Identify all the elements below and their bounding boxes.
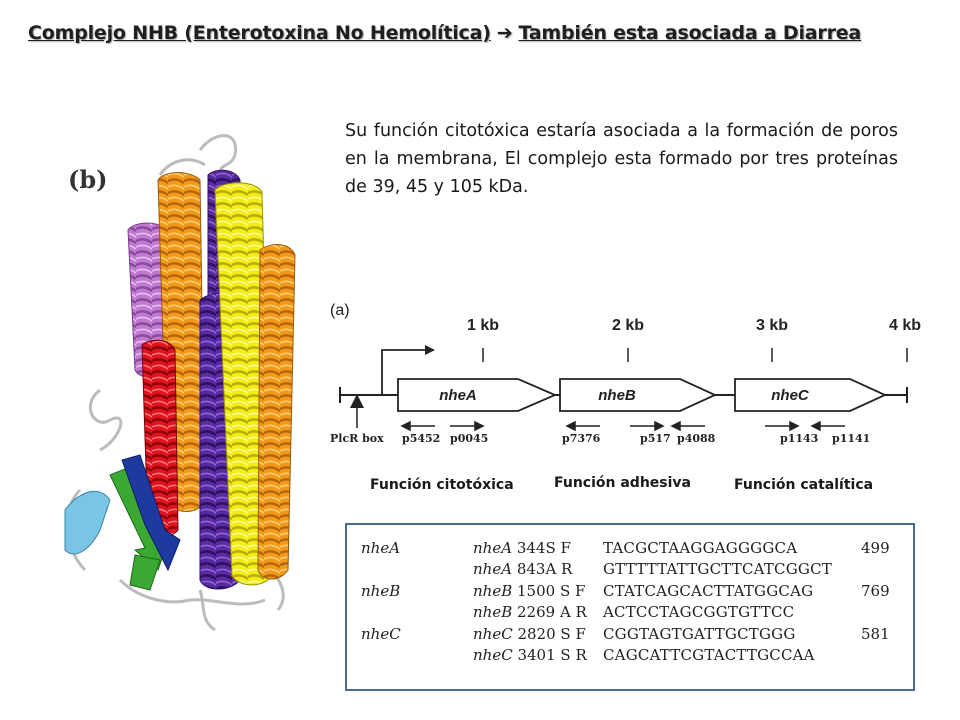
primer-gene: nheC bbox=[473, 624, 513, 643]
slide-title: Complejo NHB (Enterotoxina No Hemolítica… bbox=[28, 22, 861, 44]
plcr-box-marker-icon bbox=[350, 394, 364, 408]
plcr-box-label: PlcR box bbox=[330, 432, 384, 445]
primer-id: 344S F bbox=[516, 538, 571, 557]
sequence-cell: CTATCAGCACTTATGGCAG bbox=[603, 581, 814, 600]
sequence-cell: TACGCTAAGGAGGGGCA bbox=[603, 538, 798, 557]
primer-cell: nheC 2820 S F bbox=[473, 623, 603, 645]
amplicon-size-cell: 499 bbox=[861, 538, 890, 557]
amplicon-size-cell: 581 bbox=[861, 624, 890, 643]
primer-gene: nheA bbox=[473, 560, 513, 579]
gene-nheC-label: nheC bbox=[771, 387, 810, 404]
primer-id: 843A R bbox=[516, 560, 573, 579]
primer-gene: nheA bbox=[473, 538, 513, 557]
structure-panel-label: (b) bbox=[68, 165, 108, 194]
sequence-cell: CGGTAGTGATTGCTGGG bbox=[603, 624, 796, 643]
gene-nheB-arrow bbox=[559, 378, 718, 412]
gene-cell: nheC bbox=[361, 624, 401, 643]
primer-gene: nheB bbox=[473, 603, 513, 622]
gene-cell bbox=[361, 559, 473, 581]
function-label-catalytic: Función catalítica bbox=[734, 477, 874, 493]
primer-cell: nheB 1500 S F bbox=[473, 580, 603, 602]
title-arrow-icon: ➔ bbox=[496, 22, 513, 44]
function-label-cytotoxic: Función citotóxica bbox=[370, 477, 514, 493]
function-label-adhesive: Función adhesiva bbox=[554, 475, 691, 491]
transcription-start-arrow bbox=[381, 349, 425, 395]
gene-cell bbox=[361, 602, 473, 624]
sequence-cell: CAGCATTCGTACTTGCCAA bbox=[603, 646, 815, 665]
gene-map-panel-label: (a) bbox=[330, 302, 350, 319]
amplicon-size-cell bbox=[861, 559, 901, 581]
primer-label-p5452: p5452 bbox=[402, 432, 440, 445]
gene-nheA-arrow bbox=[397, 378, 558, 412]
primer-label-p1141: p1141 bbox=[832, 432, 870, 445]
primer-label-p0045: p0045 bbox=[450, 432, 488, 445]
amplicon-size-cell bbox=[861, 602, 901, 624]
gene-nheC-arrow bbox=[734, 378, 888, 412]
gene-nheA-label: nheA bbox=[439, 387, 477, 404]
primer-label-p7376: p7376 bbox=[562, 432, 601, 445]
scale-label-1kb: 1 kb bbox=[467, 317, 499, 334]
primer-label-p1143: p1143 bbox=[780, 432, 818, 445]
primer-gene: nheC bbox=[473, 646, 513, 665]
title-left: Complejo NHB (Enterotoxina No Hemolítica… bbox=[28, 22, 491, 44]
primer-id: 3401 S R bbox=[517, 646, 587, 665]
title-right: También esta asociada a Diarrea bbox=[518, 22, 862, 44]
amplicon-size-cell bbox=[861, 645, 901, 667]
scale-label-3kb: 3 kb bbox=[756, 317, 788, 334]
primer-label-p517: p517 bbox=[640, 432, 671, 445]
gene-cell: nheA bbox=[361, 538, 401, 557]
primer-label-p4088: p4088 bbox=[677, 432, 716, 445]
scale-label-2kb: 2 kb bbox=[612, 317, 644, 334]
gene-nheB-label: nheB bbox=[598, 387, 636, 404]
primer-cell: nheA 344S F bbox=[473, 537, 603, 559]
amplicon-size-cell: 769 bbox=[861, 581, 890, 600]
sequence-cell: GTTTTTATTGCTTCATCGGCT bbox=[603, 560, 832, 579]
primer-cell: nheC 3401 S R bbox=[473, 645, 603, 667]
primer-gene: nheB bbox=[473, 581, 513, 600]
gene-map-diagram: (a) 1 kb 2 kb 3 kb 4 kb PlcR box nheA nh… bbox=[330, 302, 921, 445]
primer-id: 2820 S F bbox=[517, 624, 586, 643]
primer-cell: nheB 2269 A R bbox=[473, 602, 603, 624]
primer-id: 1500 S F bbox=[517, 581, 586, 600]
transcription-start-arrowhead bbox=[425, 345, 435, 355]
sequence-cell: ACTCCTAGCGGTGTTCC bbox=[603, 603, 795, 622]
protein-structure-image bbox=[64, 134, 296, 632]
primer-cell: nheA 843A R bbox=[473, 559, 603, 581]
gene-cell bbox=[361, 645, 473, 667]
primer-id: 2269 A R bbox=[517, 603, 587, 622]
gene-cell: nheB bbox=[361, 581, 401, 600]
description-paragraph: Su función citotóxica estaría asociada a… bbox=[345, 121, 898, 197]
scale-label-4kb: 4 kb bbox=[889, 317, 921, 334]
